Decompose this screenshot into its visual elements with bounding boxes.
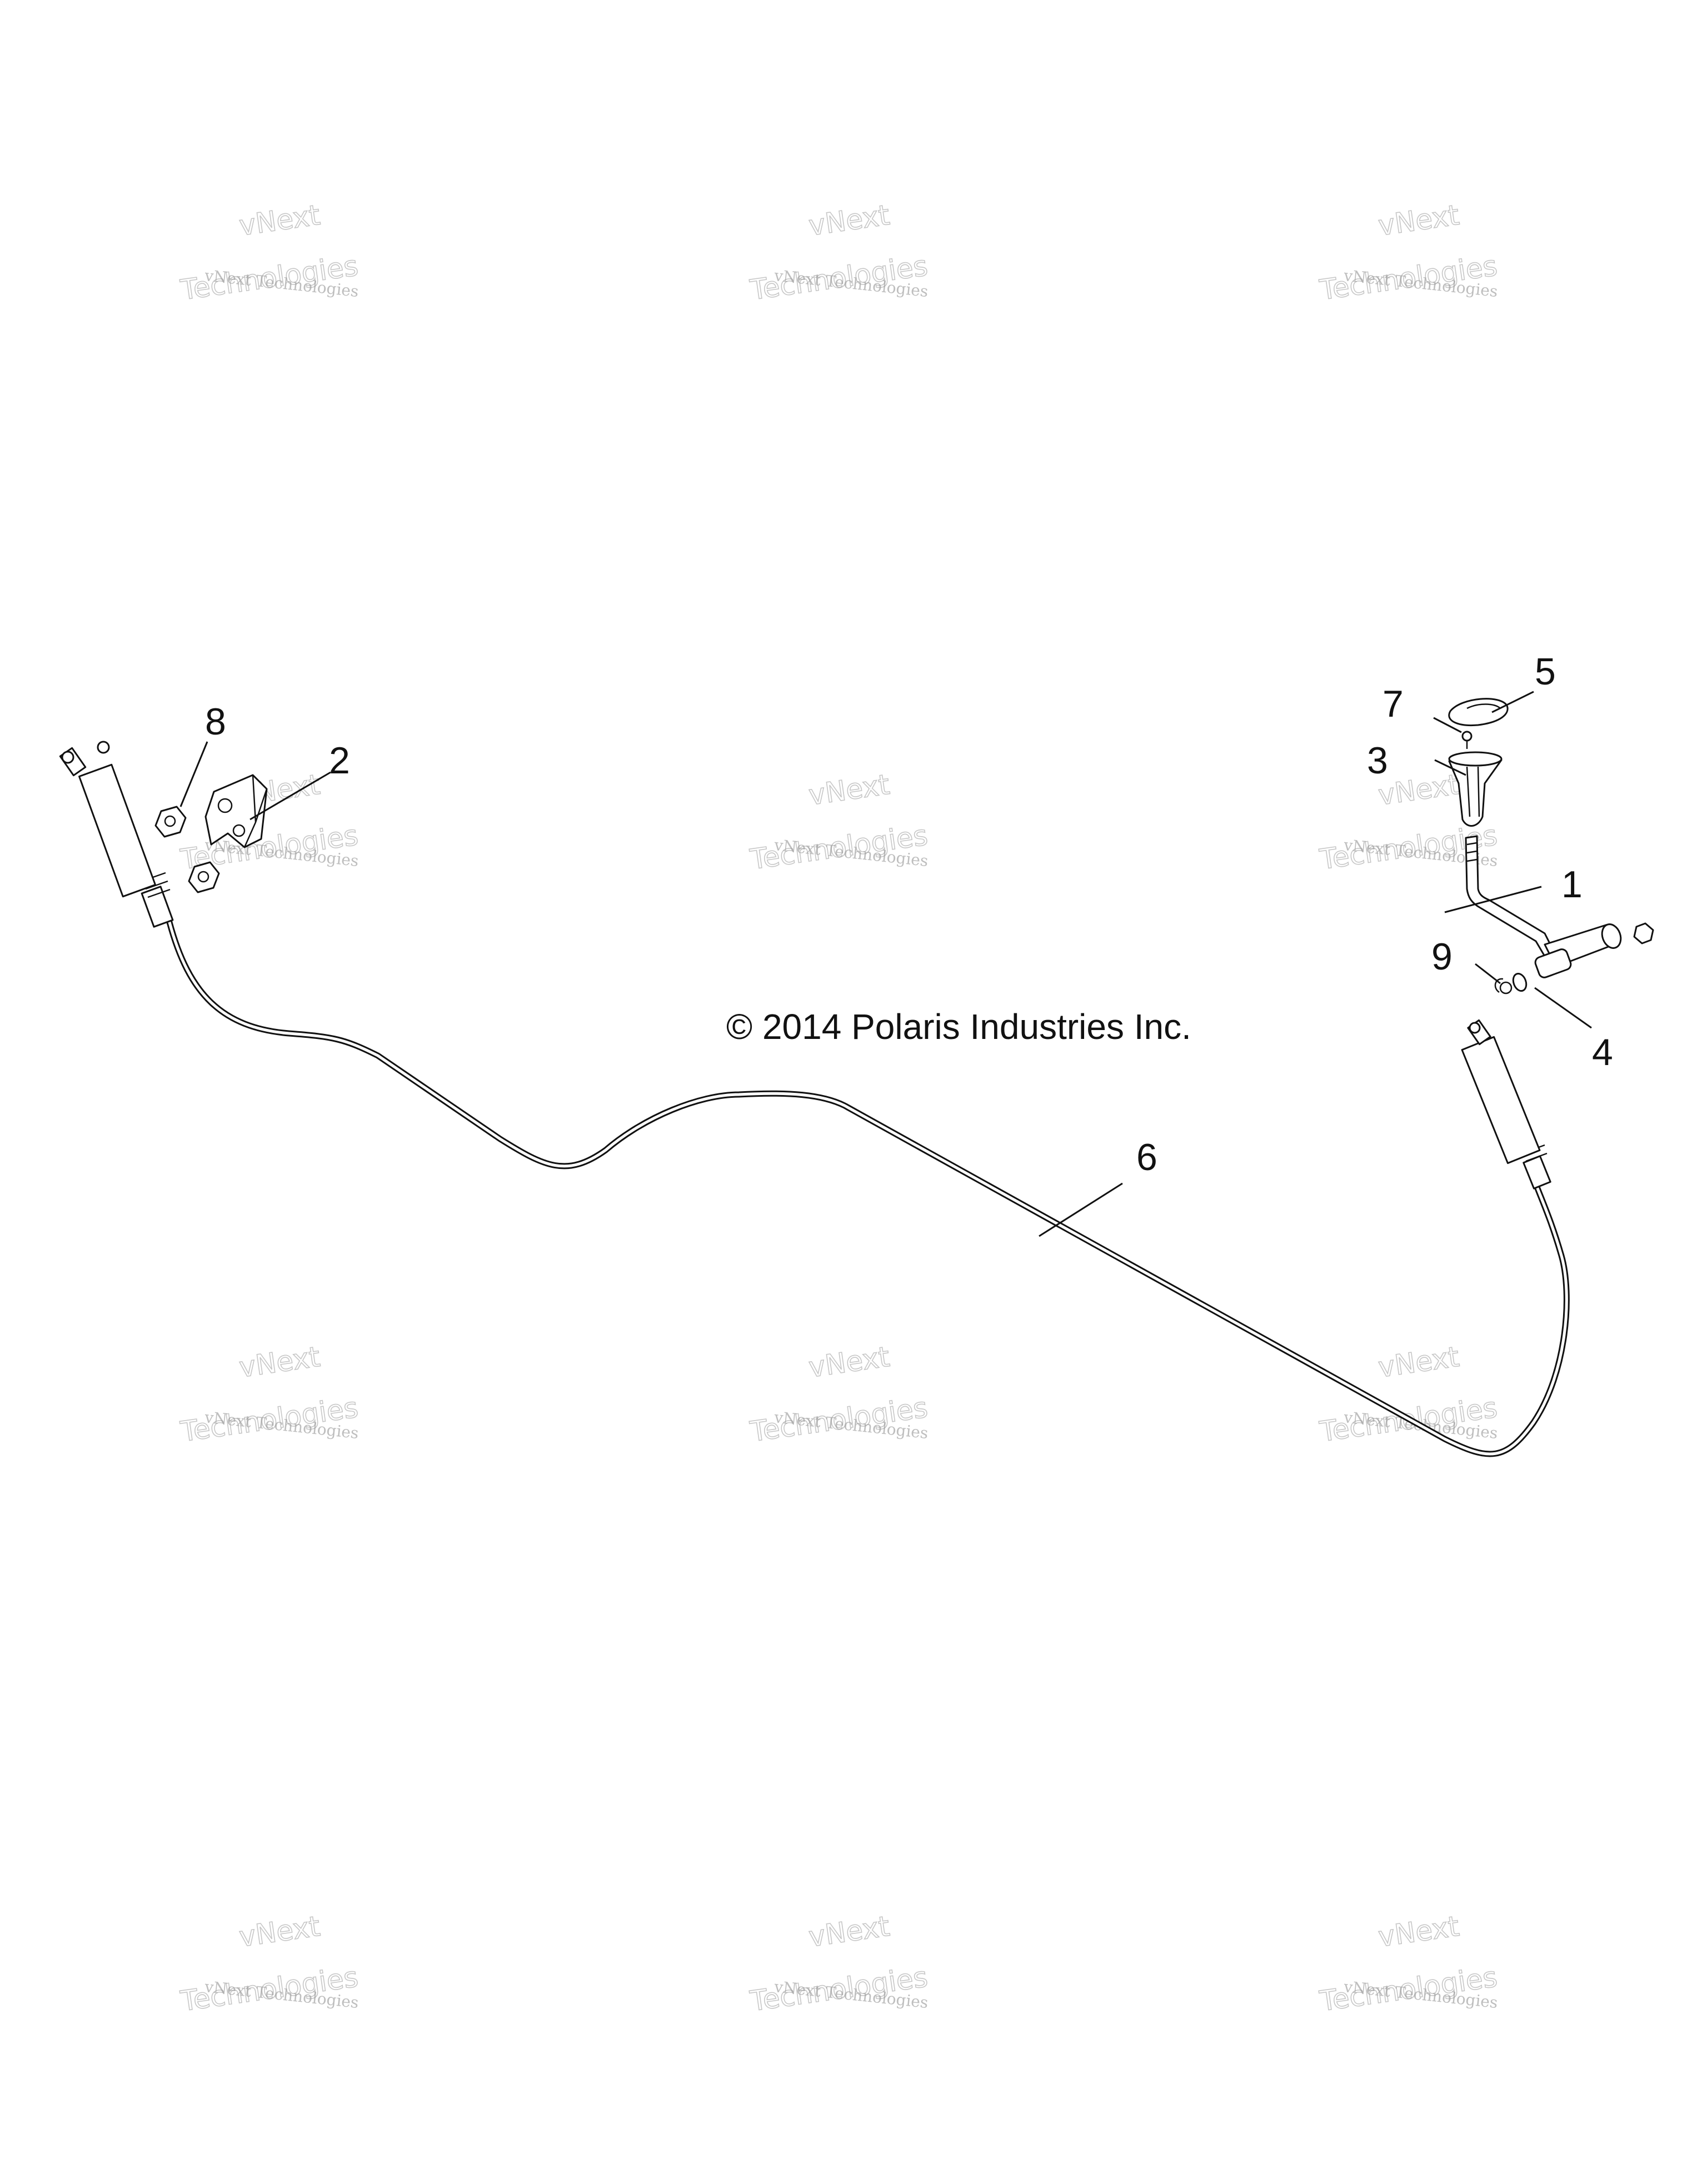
screw-7 <box>1461 731 1473 749</box>
svg-text:vNext: vNext <box>237 1910 322 1953</box>
callout-2: 2 <box>329 739 350 782</box>
watermark: vNext vNext Technologies Technologies <box>747 1340 930 1448</box>
leader-lines <box>179 691 1592 1237</box>
clip-9 <box>1494 978 1513 994</box>
svg-text:vNext: vNext <box>807 199 892 242</box>
watermark: vNext vNext Technologies Technologies <box>747 1910 930 2018</box>
cable-end-left <box>59 741 174 928</box>
svg-text:vNext: vNext <box>1376 199 1461 242</box>
cable-assembly <box>59 741 1570 1457</box>
watermarks: vNext vNext Technologies Technologies vN… <box>178 198 1500 2018</box>
watermark: vNext vNext Technologies Technologies <box>747 768 930 876</box>
svg-text:vNext: vNext <box>1376 1910 1461 1953</box>
watermark: vNext vNext Technologies Technologies <box>178 1910 361 2018</box>
callout-8: 8 <box>205 701 226 743</box>
grip-3 <box>1448 751 1503 827</box>
svg-text:vNext: vNext <box>237 1341 322 1384</box>
watermark: vNext vNext Technologies Technologies <box>747 198 930 307</box>
svg-text:vNext: vNext <box>807 768 892 812</box>
callout-7: 7 <box>1382 683 1404 725</box>
watermark: vNext vNext Technologies Technologies <box>1317 1910 1500 2018</box>
bracket-2 <box>204 774 268 848</box>
washer-4 <box>1512 973 1528 992</box>
callout-4: 4 <box>1592 1031 1613 1073</box>
watermark: vNext vNext Technologies Technologies <box>1317 1340 1500 1448</box>
svg-text:vNext: vNext <box>807 1910 892 1953</box>
callout-6: 6 <box>1136 1136 1157 1178</box>
lever-1 <box>1465 835 1654 978</box>
svg-text:vNext: vNext <box>237 199 322 242</box>
callout-9: 9 <box>1431 936 1453 978</box>
watermark: vNext vNext Technologies Technologies <box>1317 198 1500 307</box>
svg-text:vNext: vNext <box>1376 768 1461 812</box>
nut-small <box>97 741 110 754</box>
svg-text:vNext: vNext <box>807 1341 892 1384</box>
copyright-notice: © 2014 Polaris Industries Inc. <box>726 1007 1191 1047</box>
cable-end-right <box>1461 1019 1551 1190</box>
callout-1: 1 <box>1561 863 1583 906</box>
callouts: 1 2 3 4 5 6 7 8 9 <box>205 651 1613 1178</box>
watermark: vNext vNext Technologies Technologies <box>178 198 361 307</box>
fastener-8 <box>154 806 220 893</box>
watermark: vNext vNext Technologies Technologies <box>178 1340 361 1448</box>
watermark: vNext vNext Technologies Technologies <box>178 768 361 876</box>
cap-5 <box>1448 698 1509 727</box>
svg-text:vNext: vNext <box>1376 1341 1461 1384</box>
callout-3: 3 <box>1367 739 1388 782</box>
callout-5: 5 <box>1535 651 1556 693</box>
